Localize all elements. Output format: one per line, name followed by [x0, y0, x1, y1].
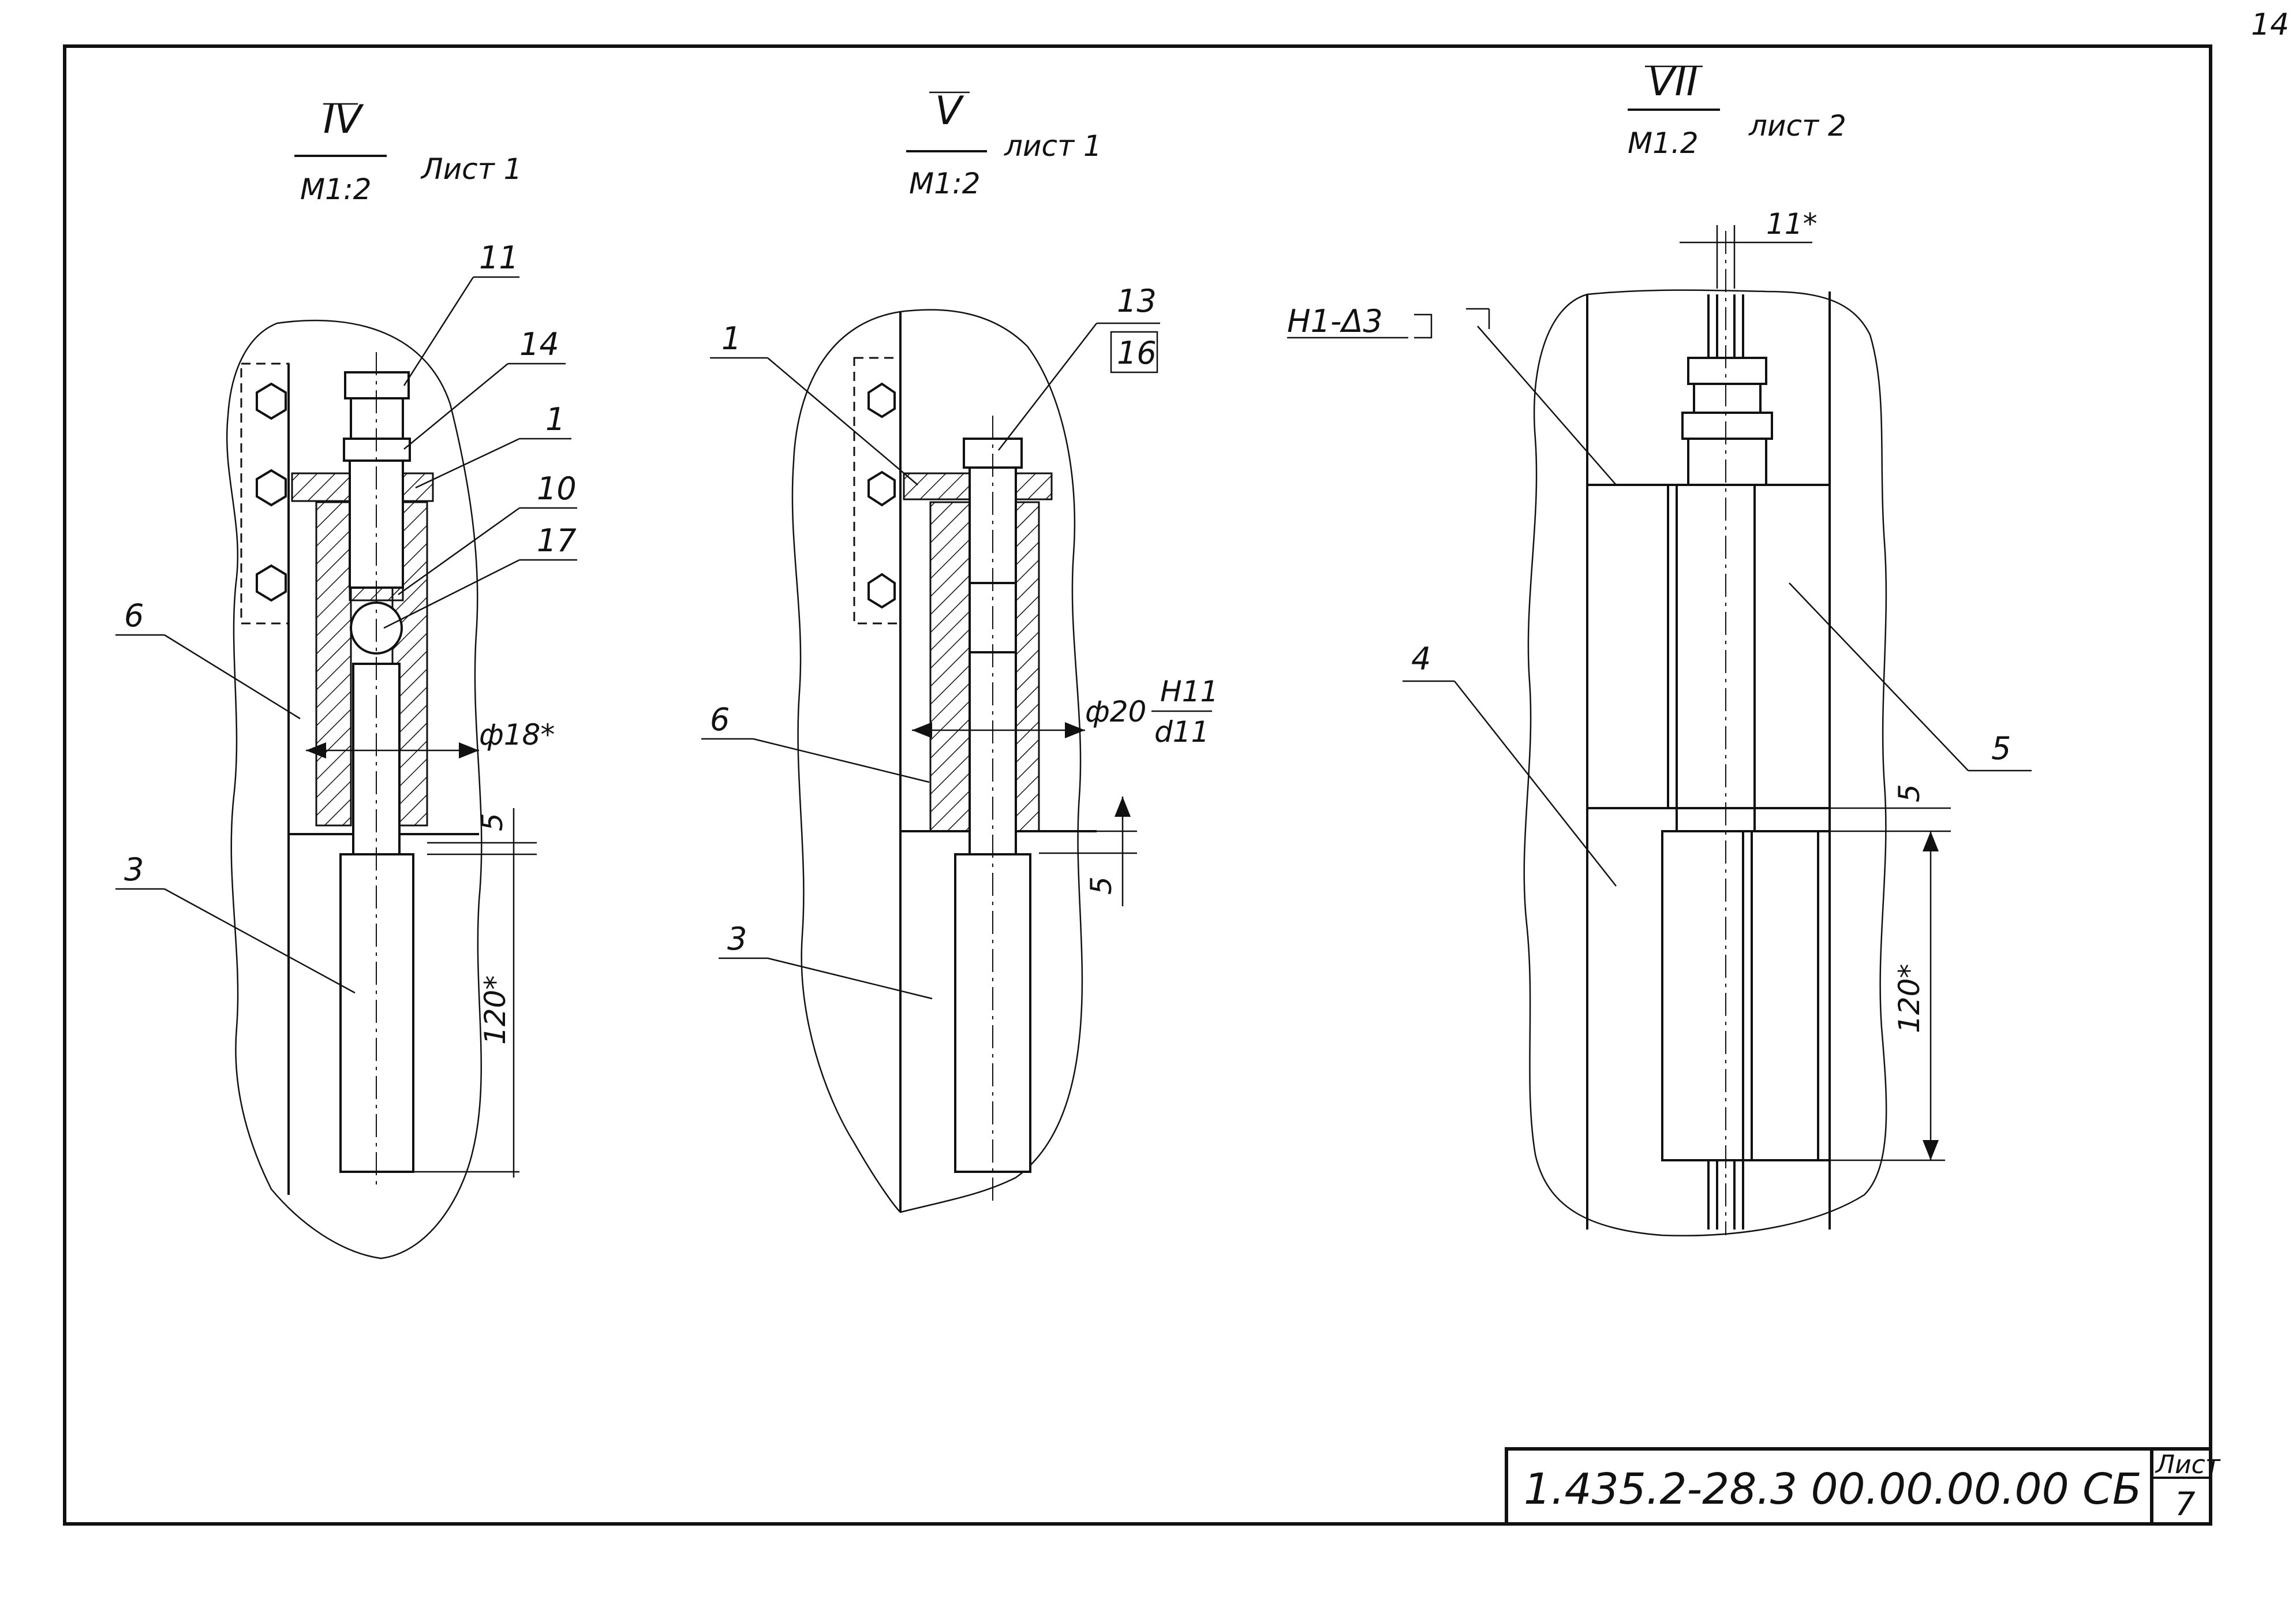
view-vii-callout-4: 4: [1403, 641, 1617, 887]
svg-text:6: 6: [710, 701, 730, 738]
view-iv-callout-11: 11: [403, 240, 519, 386]
page-number: 14: [2251, 8, 2289, 42]
view-v-callout-6: 6: [701, 701, 930, 783]
view-vii-weld-note: H1-Δ3: [1287, 303, 1617, 485]
svg-text:3: 3: [727, 921, 747, 957]
drawing-frame: [63, 44, 2212, 1526]
view-iv-sheet: Лист 1: [420, 152, 522, 186]
view-iv-dim-gap: 5: [476, 813, 509, 831]
svg-text:6: 6: [124, 597, 144, 634]
view-vii-callout-5: 5: [1789, 582, 2032, 772]
view-iv-callout-17: 17: [383, 522, 577, 629]
view-iv-callout-10: 10: [398, 470, 577, 596]
view-iv-callout-6: 6: [115, 597, 301, 720]
view-v-scale: M1:2: [909, 167, 981, 200]
svg-text:H1-Δ3: H1-Δ3: [1287, 303, 1383, 339]
view-v-sheet: лист 1: [1004, 129, 1102, 163]
view-vii-scale: M1.2: [1628, 126, 1699, 160]
view-iv-dim-diameter: ф18*: [479, 718, 555, 752]
view-iv-dim-length: 120*: [478, 976, 512, 1045]
svg-text:16: 16: [1117, 335, 1157, 371]
sheet-label: Лист: [2155, 1450, 2221, 1479]
view-iv: IV M1:2 Лист 1 ф18*: [115, 97, 577, 1260]
view-v: V M1:2 лист 1 ф20 H11 d11 5: [701, 88, 1218, 1213]
document-code: 1.435.2-28.3 00.00.00.00 СБ: [1524, 1464, 2142, 1514]
view-iv-callout-14: 14: [403, 326, 566, 450]
view-iv-callout-1: 1: [415, 401, 571, 489]
view-v-dim-gap: 5: [1085, 876, 1118, 895]
svg-text:11: 11: [479, 240, 519, 276]
view-iv-callout-3: 3: [115, 851, 356, 994]
svg-text:17: 17: [537, 522, 577, 559]
view-v-callout-16: 16: [1110, 331, 1158, 373]
view-iv-scale: M1:2: [300, 173, 372, 206]
svg-text:1: 1: [545, 401, 565, 438]
view-v-roman: V: [935, 88, 964, 134]
svg-text:3: 3: [124, 851, 144, 888]
svg-text:4: 4: [1411, 641, 1431, 677]
view-vii-dim-gap: 5: [1893, 784, 1926, 802]
view-v-callout-1: 1: [710, 320, 918, 485]
svg-text:1: 1: [721, 320, 741, 357]
view-vii-sheet: лист 2: [1748, 109, 1846, 143]
svg-text:13: 13: [1117, 283, 1157, 319]
view-vii: VII M1.2 лист 2 11*: [1287, 59, 2032, 1236]
view-v-dim-fit-upper: H11: [1160, 675, 1218, 708]
view-v-dim-diameter: ф20: [1085, 695, 1146, 728]
view-vii-dim-length: 120*: [1893, 964, 1926, 1033]
svg-text:5: 5: [1991, 730, 2011, 767]
sheet-number: 7: [2175, 1486, 2196, 1523]
title-block: 1.435.2-28.3 00.00.00.00 СБ Лист 7: [1505, 1447, 2221, 1526]
view-vii-dim-width: 11*: [1766, 207, 1818, 241]
svg-text:14: 14: [519, 326, 559, 363]
view-v-dim-fit-lower: d11: [1154, 715, 1209, 749]
view-v-callout-13: 13: [998, 283, 1160, 451]
svg-text:10: 10: [537, 470, 577, 507]
view-v-callout-3: 3: [719, 921, 933, 1000]
